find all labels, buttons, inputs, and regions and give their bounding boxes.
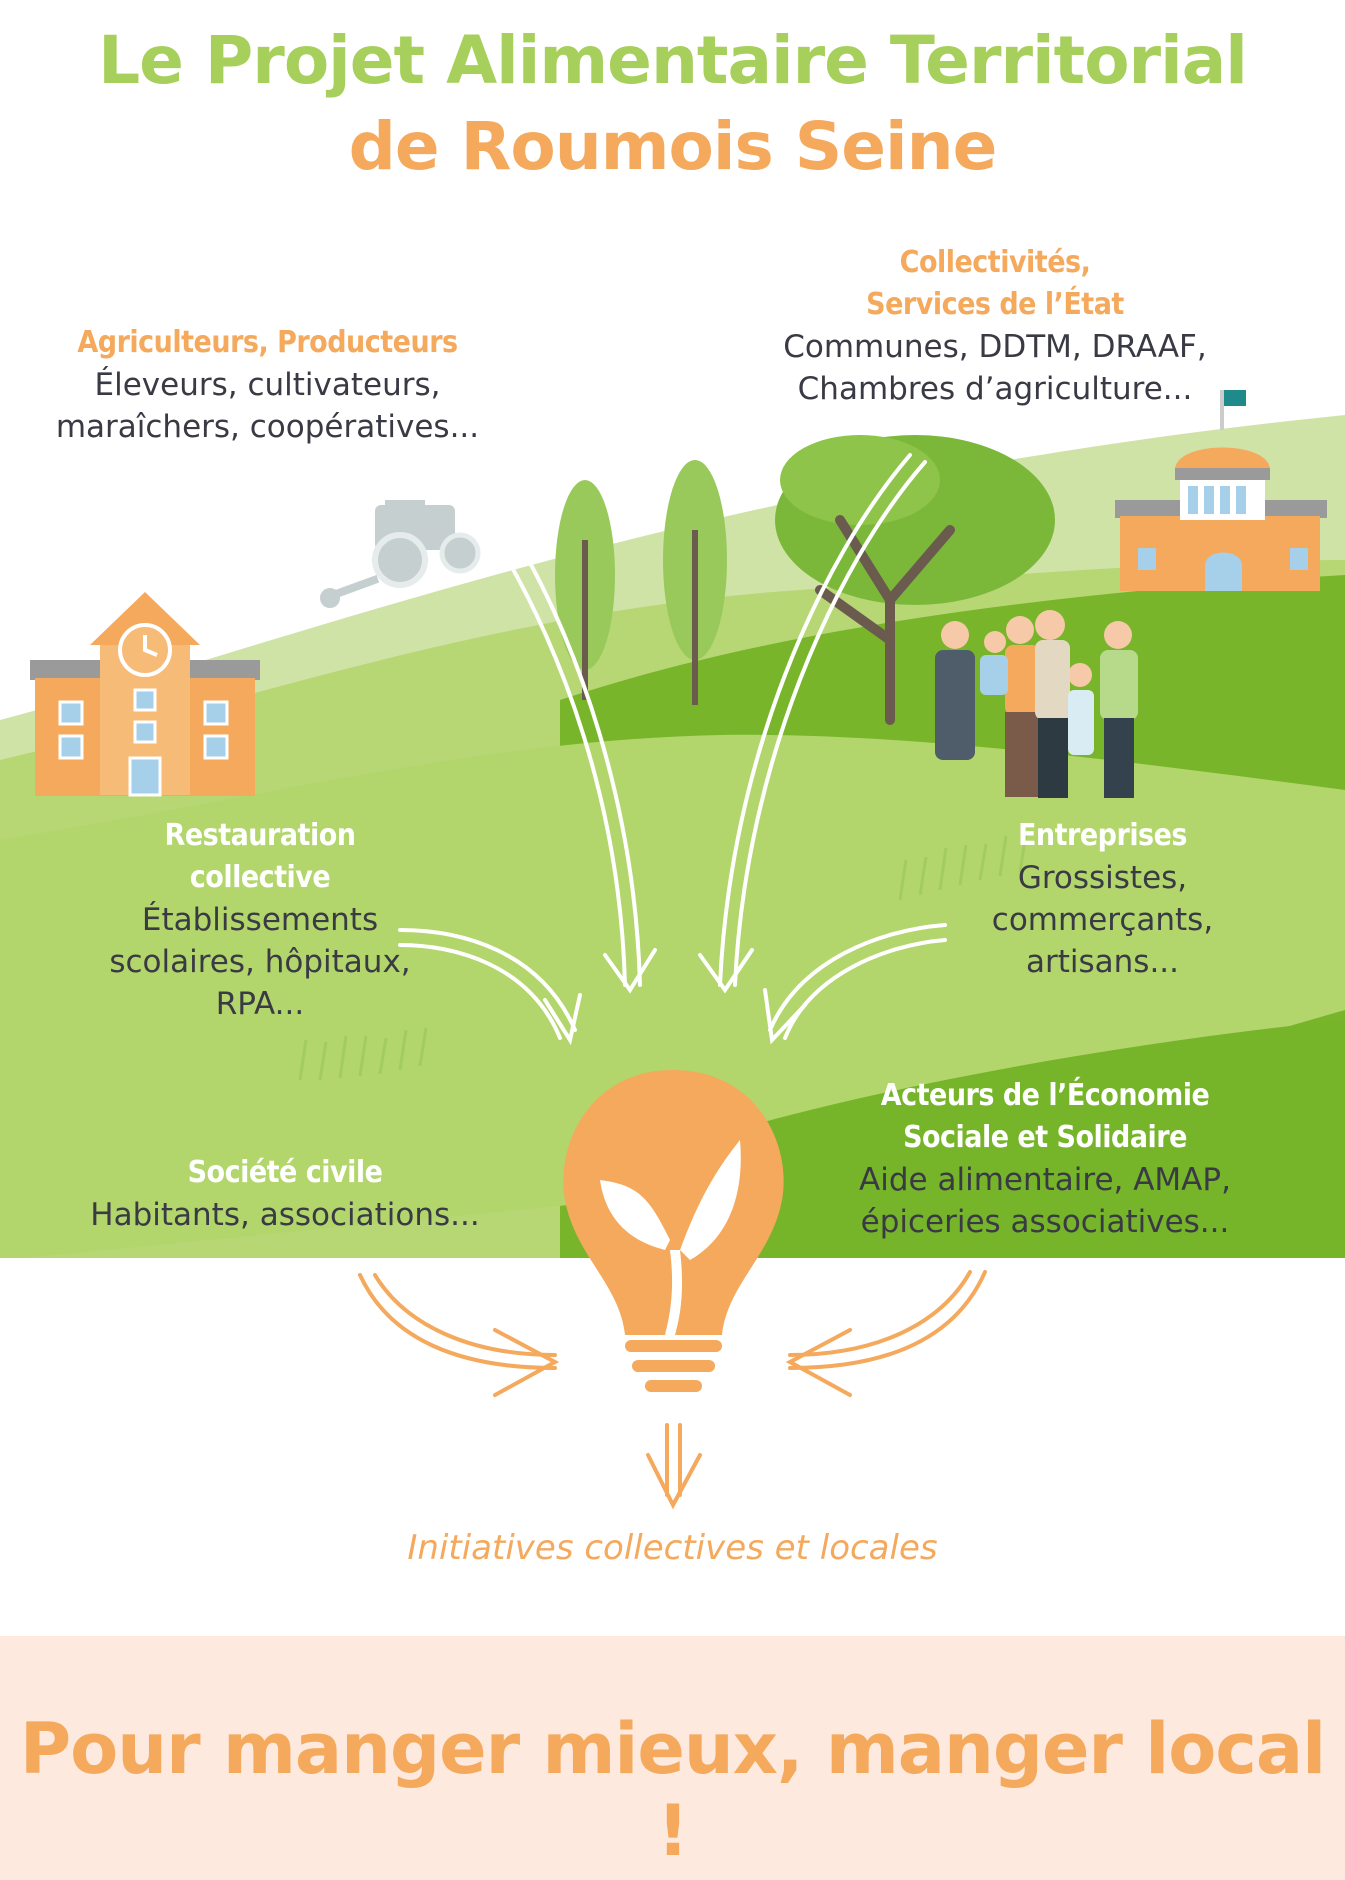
actor-public-line1: Communes, DDTM, DRAAF,	[783, 329, 1207, 365]
actor-catering-line3: RPA...	[215, 986, 305, 1022]
actor-civil-line1: Habitants, associations...	[90, 1197, 480, 1233]
actor-catering-head1: Restauration	[164, 818, 356, 853]
actor-ess-line2: épiceries associatives...	[860, 1204, 1230, 1240]
front-hill	[0, 734, 1345, 1260]
grass-strokes	[298, 833, 1028, 1081]
tractor-icon	[320, 500, 481, 608]
actor-companies-line1: Grossistes,	[1017, 860, 1188, 896]
landscape-scene	[0, 390, 1345, 1510]
lightbulb-icon	[563, 1070, 784, 1392]
actor-companies-head: Entreprises	[1017, 818, 1188, 853]
actor-producers-line2: maraîchers, coopératives...	[55, 409, 480, 445]
footer-band	[0, 1636, 1345, 1880]
orange-arrows	[358, 1270, 987, 1510]
actor-companies-line2: commerçants,	[991, 902, 1214, 938]
big-tree-icon	[775, 435, 1055, 725]
page-title-line2: de Roumois Seine	[348, 108, 998, 185]
sprout-icon	[600, 1140, 741, 1335]
bottom-right-field	[700, 1020, 1345, 1260]
actor-ess-line1: Aide alimentaire, AMAP,	[859, 1162, 1231, 1198]
outcome-text: Initiatives collectives et locales	[407, 1528, 938, 1568]
slogan: Pour manger mieux, manger local !	[19, 1708, 1326, 1872]
actor-public-head1: Collectivités,	[899, 245, 1091, 280]
arrow-icon	[398, 453, 947, 1046]
actor-catering-line2: scolaires, hôpitaux,	[109, 944, 411, 980]
actor-catering-head2: collective	[189, 860, 331, 895]
actor-catering-line1: Établissements	[141, 902, 379, 938]
family-icon	[935, 610, 1138, 798]
page-title-line1: Le Projet Alimentaire Territorial	[98, 22, 1248, 99]
school-icon	[30, 592, 260, 797]
tree-icon	[555, 460, 727, 705]
actor-ess-head2: Sociale et Solidaire	[903, 1120, 1187, 1155]
town-hall-icon	[1115, 390, 1327, 591]
actor-public-line2: Chambres d’agriculture...	[797, 371, 1193, 407]
actor-producers-line1: Éleveurs, cultivateurs,	[94, 367, 441, 403]
actor-public: Collectivités, Services de l’État Commun…	[760, 242, 1230, 410]
actor-ess-head1: Acteurs de l’Économie	[880, 1078, 1210, 1113]
actor-companies: Entreprises Grossistes, commerçants, art…	[960, 815, 1245, 983]
actor-companies-line3: artisans...	[1025, 944, 1180, 980]
actor-public-head2: Services de l’État	[866, 287, 1124, 322]
actor-catering: Restauration collective Établissements s…	[90, 815, 430, 1025]
actor-producers-head: Agriculteurs, Producteurs	[77, 325, 458, 360]
actor-producers: Agriculteurs, Producteurs Éleveurs, cult…	[30, 322, 505, 448]
actor-civil: Société civile Habitants, associations..…	[70, 1152, 500, 1236]
actor-civil-head: Société civile	[187, 1155, 383, 1190]
actor-ess: Acteurs de l’Économie Sociale et Solidai…	[825, 1075, 1265, 1243]
